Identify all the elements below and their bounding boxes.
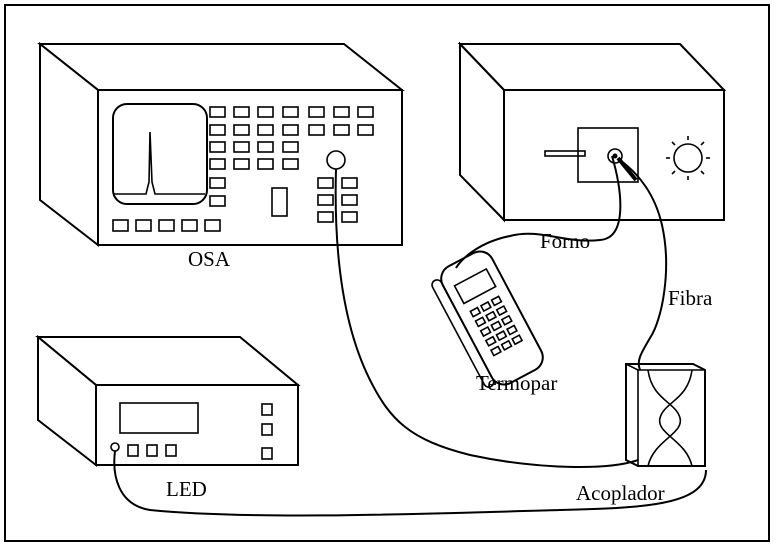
termopar-keys bbox=[469, 295, 524, 357]
forno-top-face bbox=[457, 43, 727, 91]
termopar-body bbox=[440, 250, 544, 386]
osa-keypad bbox=[209, 106, 374, 207]
thermocouple-wire bbox=[455, 155, 622, 269]
fibra-label: Fibra bbox=[668, 286, 713, 310]
osa-slot bbox=[271, 187, 288, 217]
forno-rod bbox=[544, 150, 586, 157]
osa-spectrum-peak bbox=[114, 131, 205, 195]
fiber-osa-coupler bbox=[334, 168, 639, 468]
sun-icon bbox=[666, 136, 710, 180]
acoplador-label: Acoplador bbox=[576, 481, 665, 505]
termopar-meter: Termopar bbox=[431, 250, 557, 395]
osa-screen bbox=[112, 103, 208, 205]
acoplador-fiber-b bbox=[659, 369, 693, 467]
led-display bbox=[119, 402, 199, 434]
forno-window bbox=[577, 127, 639, 183]
acoplador-fiber-a bbox=[647, 369, 681, 467]
forno-oven: Forno bbox=[457, 41, 727, 253]
acoplador-coupler: Acoplador bbox=[576, 363, 706, 505]
fiber-oven-coupler bbox=[619, 159, 668, 371]
osa-top-face bbox=[37, 43, 405, 91]
led-label: LED bbox=[166, 477, 207, 501]
osa-instrument: OSA bbox=[37, 41, 405, 271]
osa-right-keys bbox=[317, 177, 358, 223]
diagram-frame bbox=[4, 4, 770, 542]
led-front-face bbox=[95, 384, 299, 466]
fiber-led-coupler bbox=[113, 450, 707, 517]
osa-bottom-buttons bbox=[112, 219, 221, 232]
fiber-sleeve bbox=[616, 156, 638, 182]
termopar-display bbox=[453, 267, 497, 305]
forno-fiber-port bbox=[607, 148, 623, 164]
led-buttons bbox=[127, 403, 273, 460]
forno-fiber-core bbox=[612, 153, 618, 159]
termopar-label: Termopar bbox=[476, 371, 557, 395]
led-source: LED bbox=[35, 334, 301, 501]
fiber-cables bbox=[113, 155, 707, 517]
termopar-edge bbox=[431, 279, 495, 388]
osa-label: OSA bbox=[188, 247, 231, 271]
